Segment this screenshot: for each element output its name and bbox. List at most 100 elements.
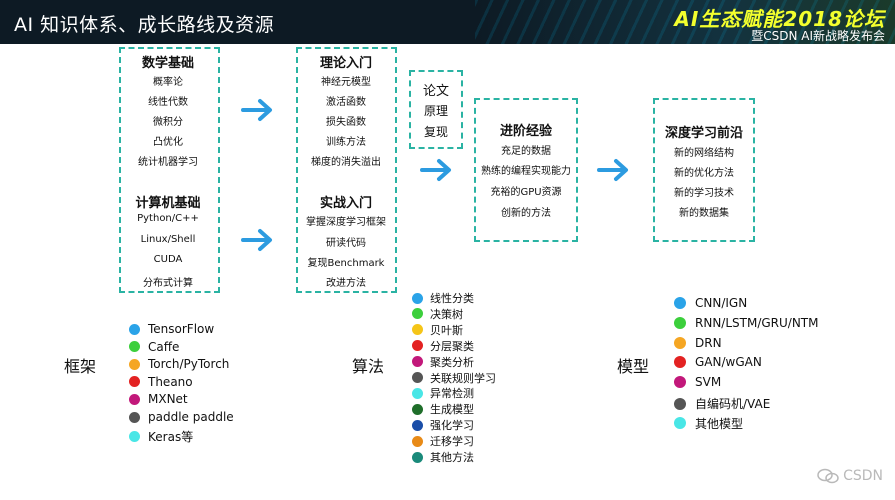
legend-item: RNN/LSTM/GRU/NTM (674, 316, 819, 330)
legend-item: 线性分类 (412, 290, 474, 306)
legend-label: 线性分类 (430, 292, 474, 305)
legend-item: Torch/PyTorch (129, 357, 229, 371)
practice-title: 实战入门 (319, 196, 373, 211)
cs-title: 计算机基础 (135, 196, 201, 211)
legend-label: CNN/IGN (695, 296, 748, 310)
legend-dot-icon (674, 397, 686, 410)
legend-label: TensorFlow (148, 322, 215, 336)
math-item: 凸优化 (153, 137, 183, 148)
legend-dot-icon (129, 430, 140, 442)
legend-item: 其他方法 (412, 449, 474, 465)
legend-label: DRN (695, 335, 722, 350)
advanced-item: 充裕的GPU资源 (490, 187, 562, 198)
legend-label: 生成模型 (430, 403, 474, 417)
legend-label: SVM (695, 375, 722, 390)
legend-dot-icon (674, 316, 686, 329)
legend-label: RNN/LSTM/GRU/NTM (695, 315, 819, 330)
legend-label: MXNet (148, 392, 188, 407)
legend-label: Caffe (148, 339, 180, 354)
legend-item: 强化学习 (412, 417, 474, 433)
algorithms-label: 算法 (352, 357, 385, 376)
theory-title: 理论入门 (319, 56, 373, 71)
legend-item: MXNet (129, 392, 188, 406)
event-subtitle: 暨CSDN AI新战略发布会 (751, 29, 885, 43)
advanced-item: 创新的方法 (501, 208, 551, 219)
legend-item: Theano (129, 375, 193, 389)
legend-dot-icon (129, 376, 140, 388)
frontier-item: 新的网络结构 (674, 148, 734, 159)
theory-item: 神经元模型 (321, 77, 371, 88)
math-item: 微积分 (153, 117, 183, 128)
legend-label: 迁移学习 (430, 435, 474, 449)
legend-item: 自编码机/VAE (674, 395, 770, 412)
legend-item: 其他模型 (674, 415, 743, 432)
legend-label: 分层聚类 (430, 339, 474, 353)
math-title: 数学基础 (141, 56, 195, 71)
csdn-watermark: CSDN (817, 468, 883, 484)
frontier-item: 新的优化方法 (674, 168, 734, 179)
legend-dot-icon (412, 308, 423, 320)
advanced-item: 充足的数据 (501, 146, 551, 157)
arrow-right-icon (241, 229, 272, 251)
legend-dot-icon (129, 358, 140, 370)
practice-item: 掌握深度学习框架 (306, 217, 386, 228)
foundation-box (119, 47, 220, 293)
frontier-box (653, 98, 755, 242)
legend-dot-icon (129, 411, 140, 423)
legend-label: 贝叶斯 (430, 323, 463, 337)
legend-label: GAN/wGAN (695, 355, 762, 370)
page-title: AI 知识体系、成长路线及资源 (14, 14, 275, 36)
header-decoration (475, 0, 895, 44)
legend-dot-icon (412, 387, 423, 399)
practice-item: 改进方法 (326, 278, 366, 289)
legend-label: Theano (148, 374, 193, 389)
frontier-title: 深度学习前沿 (664, 126, 744, 141)
legend-dot-icon (674, 417, 686, 430)
legend-item: SVM (674, 375, 721, 389)
legend-dot-icon (674, 376, 686, 389)
legend-item: 分层聚类 (412, 338, 474, 354)
legend-dot-icon (674, 297, 686, 309)
arrow-right-icon (420, 159, 451, 181)
legend-item: 生成模型 (412, 401, 474, 417)
legend-item: 聚类分析 (412, 354, 474, 370)
math-item: 概率论 (153, 77, 183, 88)
cs-item: CUDA (153, 254, 183, 265)
legend-label: 决策树 (430, 307, 463, 321)
legend-label: paddle paddle (148, 410, 234, 424)
paper-box (409, 70, 463, 149)
legend-label: 自编码机/VAE (695, 397, 771, 411)
theory-item: 训练方法 (326, 137, 366, 148)
legend-dot-icon (674, 336, 686, 349)
legend-dot-icon (129, 393, 140, 405)
legend-item: DRN (674, 336, 722, 350)
event-title: AI生态赋能2018论坛 (674, 7, 885, 31)
legend-dot-icon (412, 435, 423, 447)
cs-item: Linux/Shell (140, 234, 196, 245)
advanced-title: 进阶经验 (499, 124, 553, 139)
legend-dot-icon (412, 324, 423, 336)
legend-dot-icon (412, 356, 423, 368)
legend-item: GAN/wGAN (674, 355, 762, 369)
legend-label: 其他模型 (695, 416, 744, 431)
frameworks-label: 框架 (64, 357, 97, 376)
cs-item: 分布式计算 (143, 278, 193, 289)
legend-dot-icon (674, 356, 686, 369)
wechat-icon (817, 468, 839, 484)
legend-item: CNN/IGN (674, 296, 747, 310)
paper-item: 原理 (423, 104, 449, 118)
theory-item: 激活函数 (326, 97, 366, 108)
legend-dot-icon (129, 341, 140, 353)
theory-item: 损失函数 (326, 117, 366, 128)
legend-label: 其他方法 (430, 451, 474, 464)
arrow-right-icon (597, 159, 628, 181)
math-item: 线性代数 (148, 97, 188, 108)
practice-item: 复现Benchmark (307, 258, 385, 269)
theory-item: 梯度的消失溢出 (311, 157, 381, 168)
legend-label: Torch/PyTorch (148, 357, 230, 372)
frontier-item: 新的数据集 (679, 208, 729, 219)
paper-item: 论文 (422, 84, 450, 99)
frontier-item: 新的学习技术 (674, 188, 734, 199)
header-banner: AI 知识体系、成长路线及资源 AI生态赋能2018论坛 暨CSDN AI新战略… (0, 0, 895, 44)
legend-dot-icon (412, 419, 423, 431)
